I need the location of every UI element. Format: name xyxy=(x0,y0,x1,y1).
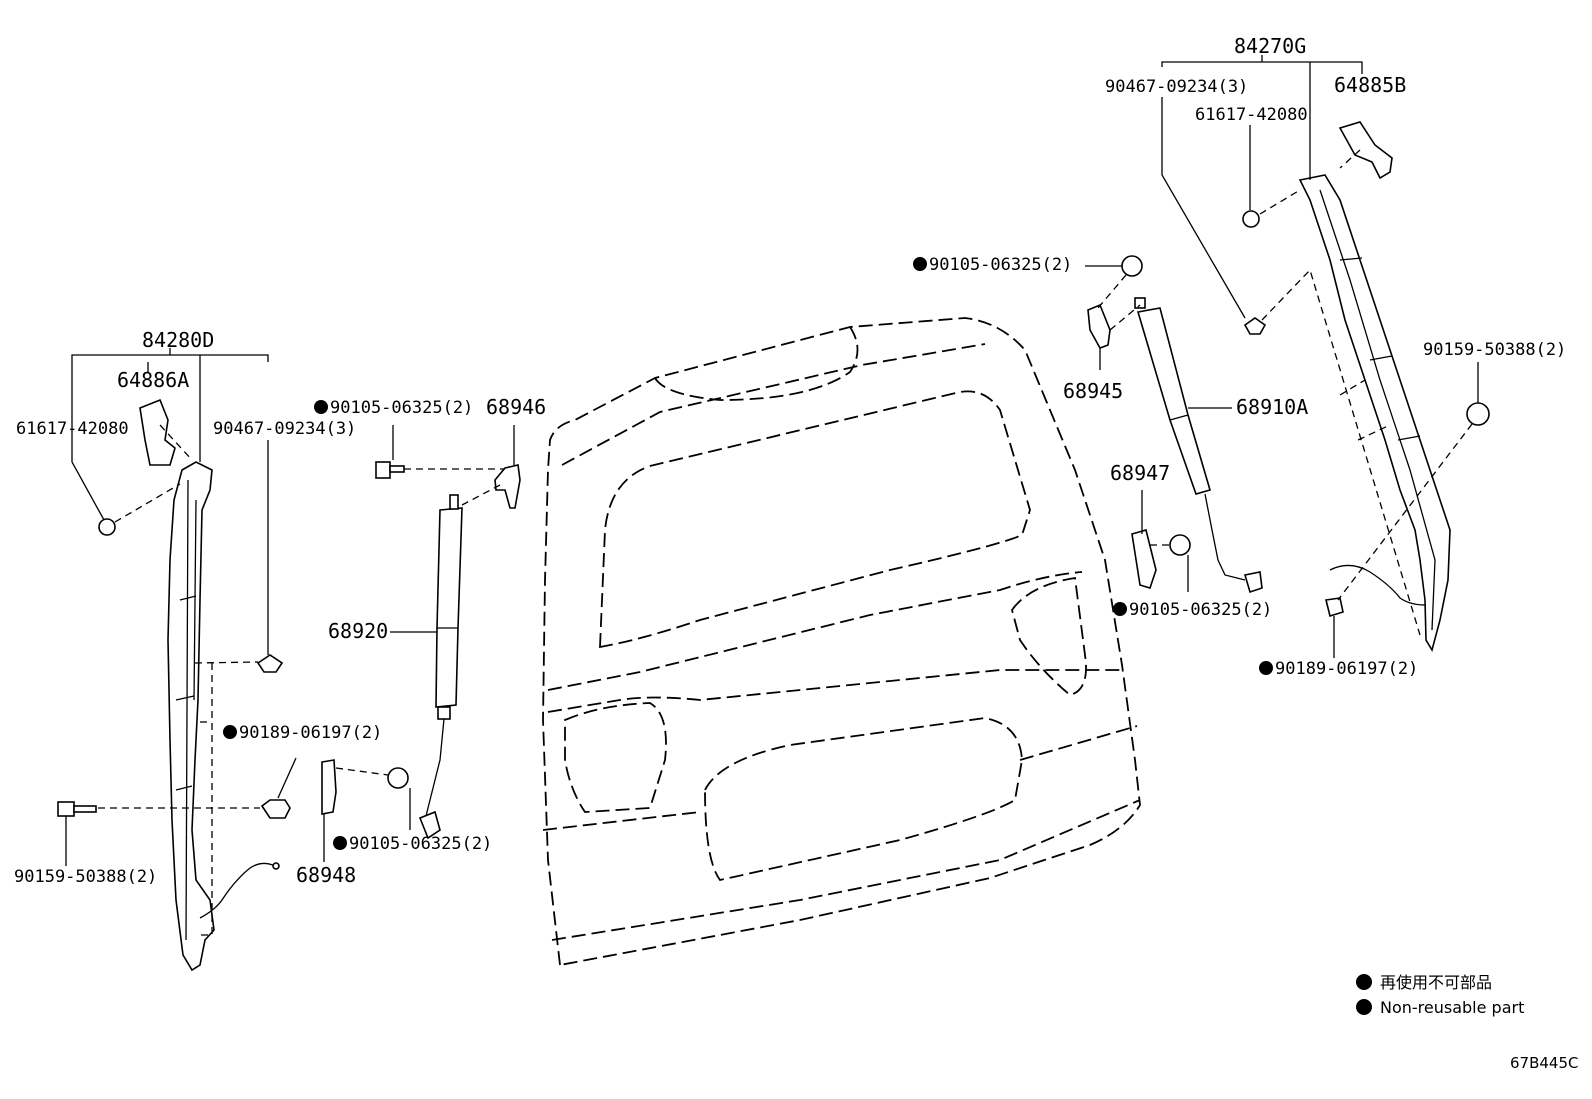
right-door-rail xyxy=(1298,174,1451,653)
legend: 再使用不可部品 Non-reusable part xyxy=(1356,973,1524,1017)
left-gas-strut-68920 xyxy=(435,507,463,708)
label-68948: 68948 xyxy=(296,863,356,887)
non-reusable-marker xyxy=(333,836,347,850)
legend-english: Non-reusable part xyxy=(1380,998,1524,1017)
label-68947: 68947 xyxy=(1110,461,1170,485)
label-90105-06325-c: 90105-06325(2) xyxy=(929,255,1072,275)
non-reusable-marker xyxy=(223,725,237,739)
right-bolt-90159 xyxy=(1466,402,1490,426)
right-clip-61617 xyxy=(1242,210,1260,228)
non-reusable-marker xyxy=(1113,602,1127,616)
label-90189-06197-right: 90189-06197(2) xyxy=(1275,659,1418,679)
right-lower-strut-bracket-68947 xyxy=(1131,529,1157,589)
left-lower-strut-bracket-68948 xyxy=(321,759,337,815)
label-84270G: 84270G xyxy=(1234,34,1306,58)
non-reusable-marker xyxy=(314,400,328,414)
label-90467-09234-right: 90467-09234(3) xyxy=(1105,77,1248,97)
legend-japanese: 再使用不可部品 xyxy=(1380,973,1492,992)
left-strut-assembly xyxy=(321,425,521,862)
right-rail-assembly xyxy=(1161,55,1490,658)
left-clip-90189 xyxy=(260,799,291,819)
left-clip-61617 xyxy=(98,518,116,536)
non-reusable-marker xyxy=(913,257,927,271)
label-84280D: 84280D xyxy=(142,328,214,352)
legend-marker-jp xyxy=(1356,974,1372,990)
label-90159-50388-right: 90159-50388(2) xyxy=(1423,340,1566,360)
right-clip-90189 xyxy=(1325,597,1344,618)
right-upper-bolt-90105 xyxy=(1121,255,1143,277)
label-61617-42080-left: 61617-42080 xyxy=(16,419,129,439)
label-90105-06325-b: 90105-06325(2) xyxy=(349,834,492,854)
label-64885B: 64885B xyxy=(1334,73,1406,97)
label-90105-06325-d: 90105-06325(2) xyxy=(1129,600,1272,620)
label-68946: 68946 xyxy=(486,395,546,419)
right-clip-90467 xyxy=(1243,317,1267,335)
left-clip-90467 xyxy=(256,654,284,673)
left-upper-strut-bracket-68946 xyxy=(494,464,521,509)
right-strut-assembly xyxy=(1085,255,1263,594)
figure-code: 67B445C xyxy=(1510,1054,1578,1072)
label-68920: 68920 xyxy=(328,619,388,643)
label-90467-09234-left: 90467-09234(3) xyxy=(213,419,356,439)
label-90189-06197-left: 90189-06197(2) xyxy=(239,723,382,743)
label-90159-50388-left: 90159-50388(2) xyxy=(14,867,157,887)
left-upper-bolt-90105 xyxy=(375,461,405,479)
label-90105-06325-a: 90105-06325(2) xyxy=(330,398,473,418)
label-68945: 68945 xyxy=(1063,379,1123,403)
left-lower-bolt-90105 xyxy=(387,767,409,789)
right-lower-bolt-90105 xyxy=(1169,534,1191,556)
left-door-rail xyxy=(167,461,215,972)
left-bolt-90159 xyxy=(57,801,97,817)
label-68910A: 68910A xyxy=(1236,395,1308,419)
label-61617-42080-right: 61617-42080 xyxy=(1195,105,1308,125)
legend-marker-en xyxy=(1356,999,1372,1015)
non-reusable-marker xyxy=(1259,661,1273,675)
left-upper-bracket xyxy=(139,398,176,466)
right-upper-bracket xyxy=(1338,121,1393,180)
left-rail-assembly xyxy=(57,348,297,972)
label-64886A: 64886A xyxy=(117,368,189,392)
back-door-panel xyxy=(542,317,1141,967)
right-upper-strut-bracket-68945 xyxy=(1087,303,1111,349)
